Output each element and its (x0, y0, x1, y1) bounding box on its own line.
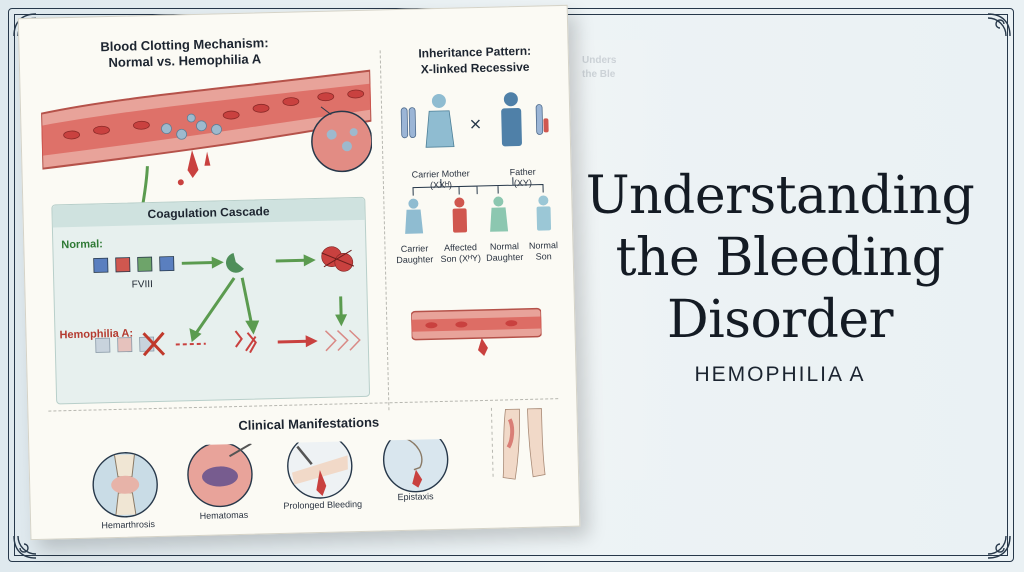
coagulation-cascade-panel: Coagulation Cascade Normal: FVIII Hemoph… (51, 196, 371, 405)
corner-ornament-icon (984, 10, 1014, 40)
child-label: Normal Son (528, 240, 559, 262)
epistaxis-icon (382, 438, 449, 493)
title-line-1: Understanding (585, 166, 975, 226)
cascade-diagram (93, 246, 361, 357)
title-block: Understanding the Bleeding Disorder HEMO… (570, 165, 990, 387)
corner-ornament-icon (984, 532, 1014, 562)
bleeding-vessel-icon (410, 307, 543, 356)
title-line-2: the Bleeding (615, 228, 945, 288)
hematomas-icon (187, 441, 253, 508)
blood-vessel-illustration (40, 69, 373, 186)
clinical-title: Clinical Manifestations (238, 414, 380, 433)
hemarthrosis-icon (92, 452, 158, 518)
inheritance-title: Inheritance Pattern: X-linked Recessive (418, 43, 532, 77)
legs-bruise-icon (490, 407, 546, 480)
subtitle: HEMOPHILIA A (694, 363, 866, 386)
father-label: Father (XY) (509, 166, 536, 189)
clotting-title: Blood Clotting Mechanism: Normal vs. Hem… (100, 35, 269, 71)
carrier-mother-label: Carrier Mother (XXᴴ) (411, 168, 470, 191)
ghost-sheet-title: Unders the Ble (582, 55, 617, 80)
clinical-item-label: Hemarthrosis (101, 519, 156, 531)
prolonged-bleeding-icon (287, 438, 353, 499)
section-divider (379, 50, 390, 411)
pedigree-diagram (400, 92, 552, 234)
corner-ornament-icon (10, 532, 40, 562)
title-line-3: Disorder (666, 290, 894, 350)
infographic-sheet: Blood Clotting Mechanism: Normal vs. Hem… (17, 4, 581, 541)
clinical-icons (92, 438, 449, 518)
